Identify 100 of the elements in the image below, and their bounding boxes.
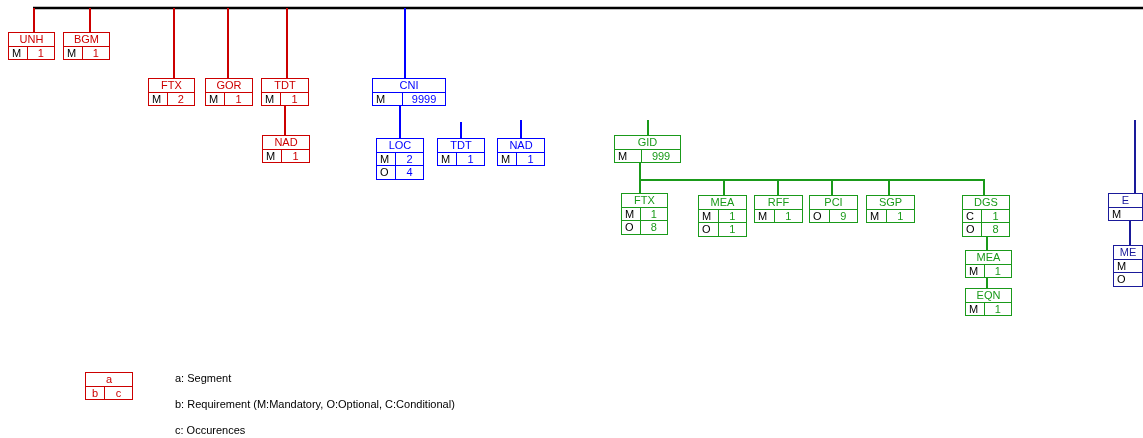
occurrence-count: 1 (718, 209, 747, 223)
occurrence-count: 1 (517, 152, 545, 166)
segment-box (63, 32, 110, 60)
occurrence-count: 8 (982, 223, 1010, 237)
legend-key-letter: c (105, 386, 133, 400)
segment-name: DGS (962, 195, 1010, 209)
segment-box (866, 195, 915, 223)
requirement-code: O (621, 221, 641, 235)
occurrence-count: 999 (642, 149, 681, 163)
requirement-code: O (698, 223, 719, 237)
segment-name: MEA (698, 195, 747, 209)
legend-key-letter: a (85, 372, 133, 386)
segment-box (205, 78, 253, 106)
requirement-code: M (965, 264, 985, 278)
segment-box (376, 138, 424, 180)
legend-key-letter: b (85, 386, 106, 400)
connector-line (1129, 220, 1131, 246)
segment-name: GID (614, 135, 681, 149)
requirement-code: M (497, 152, 518, 166)
requirement-code: M (376, 152, 397, 166)
connector-line (404, 7, 406, 79)
segment-box (621, 193, 668, 235)
segment-box (965, 288, 1012, 316)
connector-line (647, 119, 649, 136)
occurrence-count: 1 (27, 46, 55, 60)
requirement-code: O (962, 223, 983, 237)
segment-box (962, 195, 1010, 237)
occurrence-count: 1 (774, 209, 803, 223)
requirement-code: M (8, 46, 28, 60)
requirement-code: M (262, 149, 283, 163)
segment-name: MEA (965, 250, 1012, 264)
requirement-code: M (754, 209, 775, 223)
requirement-code: M (148, 92, 168, 106)
connector-line (284, 105, 286, 136)
legend-explanation: c: Occurences (175, 424, 246, 436)
segment-name: E (1108, 193, 1143, 207)
requirement-code: M (372, 92, 404, 106)
segment-name: SGP (866, 195, 915, 209)
requirement-code: O (376, 166, 397, 180)
segment-name: CNI (372, 78, 446, 92)
legend-explanation: b: Requirement (M:Mandatory, O:Optional, C:Conditional) (175, 398, 455, 410)
requirement-code: M (614, 149, 643, 163)
connector-line (986, 236, 988, 251)
segment-box (614, 135, 681, 163)
connector-line (520, 119, 522, 139)
segment-name: TDT (261, 78, 309, 92)
connector-line (173, 7, 175, 79)
occurrence-count: 1 (886, 209, 915, 223)
segment-name: TDT (437, 138, 485, 152)
requirement-code: M (965, 302, 985, 316)
segment-name: FTX (148, 78, 195, 92)
segment-name: BGM (63, 32, 110, 46)
occurrence-count: 2 (396, 152, 424, 166)
occurrence-count: 1 (982, 209, 1010, 223)
occurrence-count: 9999 (403, 92, 446, 106)
requirement-code: O (1113, 273, 1143, 287)
segment-box (437, 138, 485, 166)
legend-explanation: a: Segment (175, 372, 232, 384)
segment-name: ME (1113, 245, 1143, 259)
requirement-code: M (698, 209, 719, 223)
segment-box (809, 195, 858, 223)
requirement-code: M (1108, 207, 1143, 221)
legend-sample-box (85, 372, 133, 400)
segment-box (8, 32, 55, 60)
occurrence-count: 1 (984, 302, 1012, 316)
occurrence-count: 1 (225, 92, 253, 106)
segment-name: FTX (621, 193, 668, 207)
occurrence-count: 1 (640, 207, 668, 221)
occurrence-count: 1 (282, 149, 310, 163)
requirement-code: M (63, 46, 83, 60)
occurrence-count: 4 (396, 166, 424, 180)
requirement-code: M (261, 92, 282, 106)
occurrence-count: 1 (82, 46, 110, 60)
segment-box (261, 78, 309, 106)
occurrence-count: 1 (718, 223, 747, 237)
segment-box (1113, 245, 1143, 287)
segment-name: LOC (376, 138, 424, 152)
requirement-code: M (1113, 259, 1143, 273)
connector-line (89, 7, 91, 33)
segment-box (1108, 193, 1143, 221)
occurrence-count: 1 (281, 92, 309, 106)
connector-line (286, 7, 288, 79)
segment-name: NAD (262, 135, 310, 149)
segment-box (262, 135, 310, 163)
segment-box (148, 78, 195, 106)
connector-line (227, 7, 229, 79)
requirement-code: M (866, 209, 887, 223)
occurrence-count: 2 (167, 92, 195, 106)
segment-name: NAD (497, 138, 545, 152)
segment-name: RFF (754, 195, 803, 209)
connector-line (399, 105, 401, 139)
segment-name: UNH (8, 32, 55, 46)
segment-name: PCI (809, 195, 858, 209)
segment-box (754, 195, 803, 223)
connector-line (639, 162, 985, 196)
occurrence-count: 1 (984, 264, 1012, 278)
segment-box (372, 78, 446, 106)
connector-line (986, 277, 988, 289)
segment-box (497, 138, 545, 166)
segment-box (965, 250, 1012, 278)
